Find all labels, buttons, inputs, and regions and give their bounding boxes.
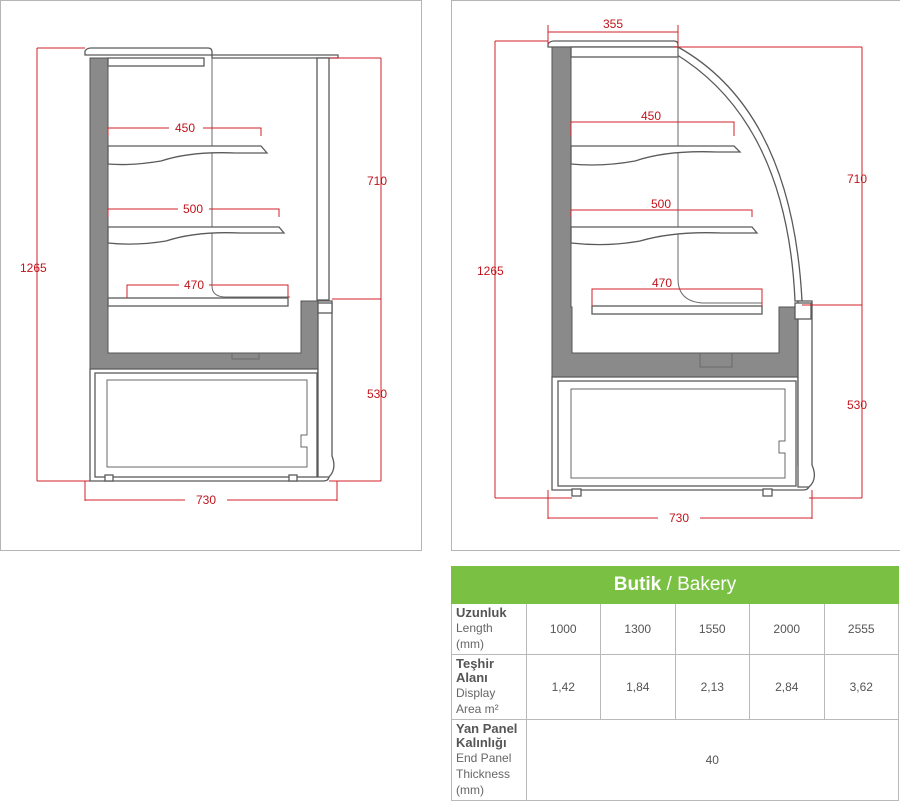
left-dim-width-bottom: 470	[184, 278, 204, 292]
label-en: Display Area m²	[456, 686, 499, 716]
label-tr: Uzunluk	[456, 605, 507, 620]
table-cell: 40	[525, 719, 899, 801]
table-cell: 2,13	[674, 654, 750, 720]
left-dim-depth: 730	[196, 493, 216, 507]
title-separator: /	[661, 574, 678, 595]
table-cell: 1300	[600, 603, 676, 655]
left-dim-height-base: 530	[367, 387, 387, 401]
left-diagram: 450 500 470 1265 710 530 730	[20, 47, 387, 507]
table-cell: 2,84	[749, 654, 825, 720]
right-dim-width-bottom: 470	[652, 276, 672, 290]
right-dim-height-total: 1265	[477, 264, 504, 278]
table-cell: 2555	[823, 603, 899, 655]
table-cell: 3,62	[823, 654, 899, 720]
label-tr: Yan Panel Kalınlığı	[456, 721, 518, 750]
left-dim-width-top: 450	[175, 121, 195, 135]
right-diagram-panel: 355 450 500 470 1265 710 530 730	[451, 0, 900, 551]
table-cell: 1550	[674, 603, 750, 655]
right-dim-width-mid: 500	[651, 197, 671, 211]
right-dim-width-top: 450	[641, 109, 661, 123]
table-cell: 1,42	[525, 654, 601, 720]
right-diagram: 355 450 500 470 1265 710 530 730	[477, 17, 867, 525]
title-light: Bakery	[677, 574, 737, 595]
right-dim-height-base: 530	[847, 398, 867, 412]
spec-table-title: Butik / Bakery	[451, 566, 899, 604]
left-dim-width-mid: 500	[183, 202, 203, 216]
label-tr: Teşhir Alanı	[456, 656, 495, 685]
left-diagram-panel: 450 500 470 1265 710 530 730	[0, 0, 422, 551]
table-cell: 1,84	[600, 654, 676, 720]
right-dim-height-display: 710	[847, 172, 867, 186]
right-dim-top-depth: 355	[603, 17, 623, 31]
table-cell: 1000	[525, 603, 601, 655]
title-bold: Butik	[613, 574, 662, 595]
left-dim-height-display: 710	[367, 174, 387, 188]
table-cell: 2000	[749, 603, 825, 655]
right-dim-depth: 730	[669, 511, 689, 525]
left-dim-height-total: 1265	[20, 261, 47, 275]
label-en: Length (mm)	[456, 621, 493, 651]
label-en: End Panel Thickness (mm)	[456, 751, 512, 797]
